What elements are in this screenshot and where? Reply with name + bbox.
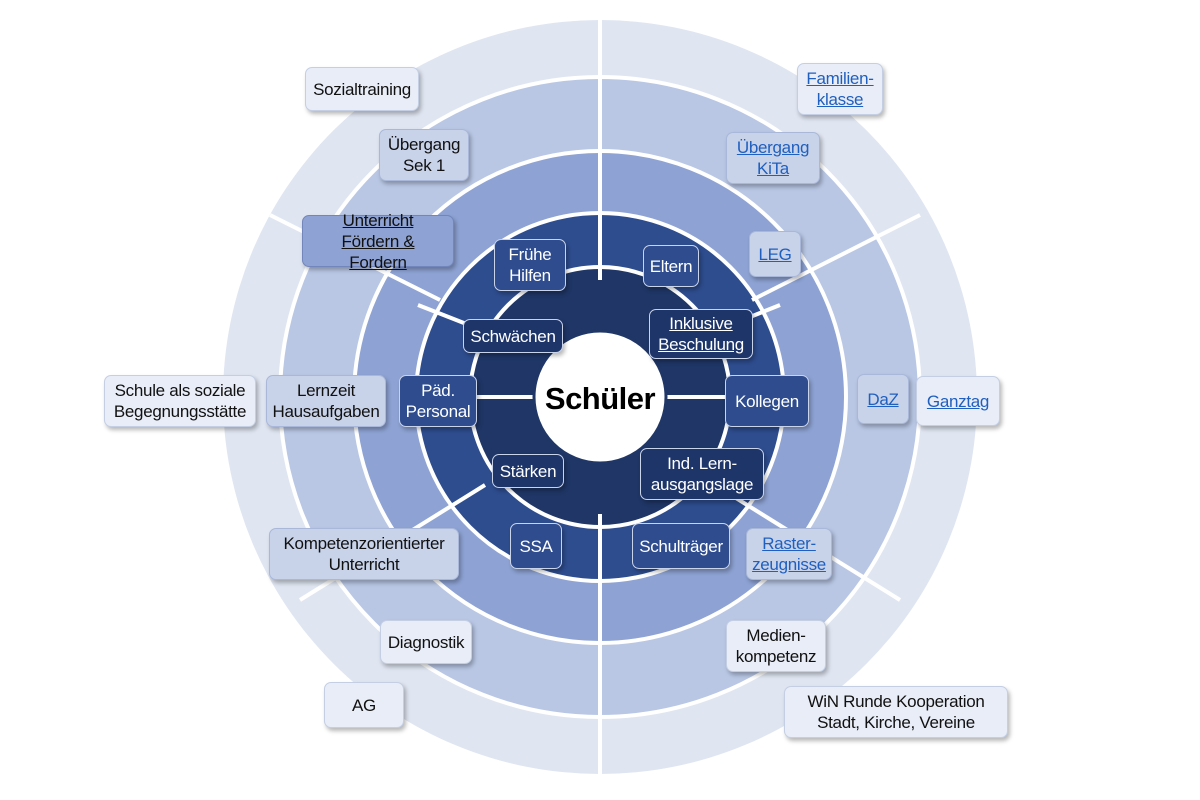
box-sozialtraining[interactable]: Sozialtraining [305, 67, 419, 111]
box-ag[interactable]: AG [324, 682, 404, 728]
box-schultraeger[interactable]: Schulträger [632, 523, 730, 569]
box-lernzeit[interactable]: Lernzeit Hausaufgaben [266, 375, 386, 427]
box-eltern[interactable]: Eltern [643, 245, 699, 287]
box-schwaechen[interactable]: Schwächen [463, 319, 563, 353]
box-ganztag[interactable]: Ganztag [916, 376, 1000, 426]
spoke-upper-right [751, 213, 921, 302]
box-uebergang-kita[interactable]: Übergang KiTa [726, 132, 820, 184]
box-diagnostik[interactable]: Diagnostik [380, 620, 472, 664]
box-ind-lernausgangslage[interactable]: Ind. Lern- ausgangslage [640, 448, 764, 500]
box-familienklasse[interactable]: Familien- klasse [797, 63, 883, 115]
center-label: Schüler [544, 381, 656, 416]
box-kompetenzorientierter-unterricht[interactable]: Kompetenzorientierter Unterricht [269, 528, 459, 580]
box-rasterzeugnisse[interactable]: Raster- zeugnisse [746, 528, 832, 580]
center-circle [532, 329, 668, 465]
box-kollegen[interactable]: Kollegen [725, 375, 809, 427]
box-ssa[interactable]: SSA [510, 523, 562, 569]
box-schule-begegnung[interactable]: Schule als soziale Begegnungsstätte [104, 375, 256, 427]
box-staerken[interactable]: Stärken [492, 454, 564, 488]
box-fruehe-hilfen[interactable]: Frühe Hilfen [494, 239, 566, 291]
box-leg[interactable]: LEG [749, 231, 801, 277]
box-win-runde[interactable]: WiN Runde Kooperation Stadt, Kirche, Ver… [784, 686, 1008, 738]
box-inklusive-beschulung[interactable]: Inklusive Beschulung [649, 309, 753, 359]
box-medienkompetenz[interactable]: Medien- kompetenz [726, 620, 826, 672]
box-uebergang-sek1[interactable]: Übergang Sek 1 [379, 129, 469, 181]
box-daz[interactable]: DaZ [857, 374, 909, 424]
box-paed-personal[interactable]: Päd. Personal [399, 375, 477, 427]
box-unterricht-foerdern[interactable]: Unterricht Fördern & Fordern [302, 211, 454, 272]
